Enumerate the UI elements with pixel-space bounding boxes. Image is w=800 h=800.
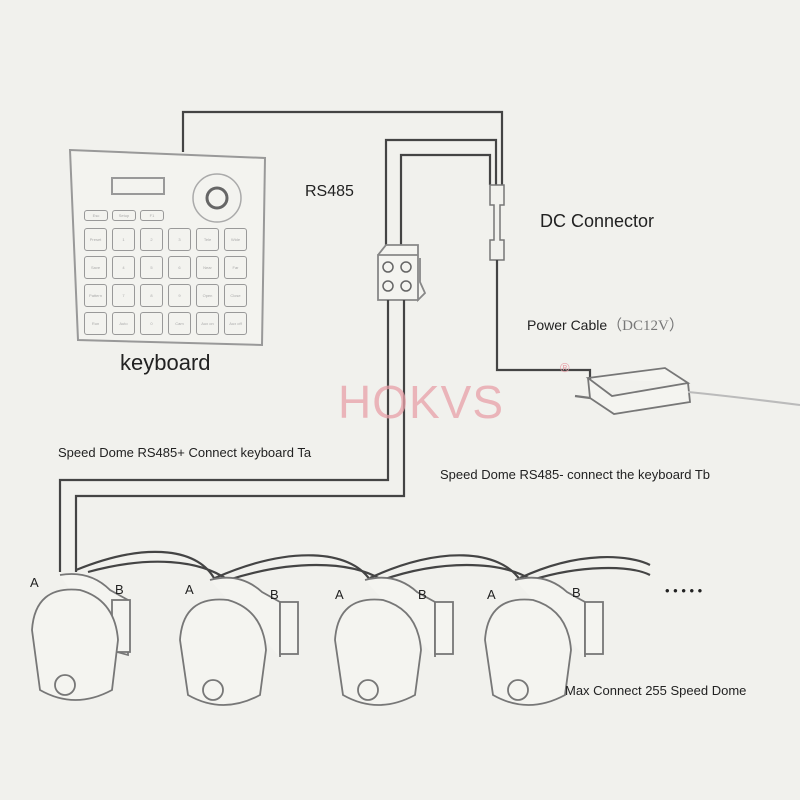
keyboard-key: Run [84,312,107,335]
keyboard-key: 8 [140,284,163,307]
speed-dome-1 [31,573,131,701]
label-b-3: B [418,587,427,602]
keyboard-key: Aux on [196,312,219,335]
keyboard-body [68,148,267,347]
label-a-4: A [487,587,496,602]
speed-dome-4 [484,576,604,706]
keyboard-key: Cam [168,312,191,335]
label-a-3: A [335,587,344,602]
keyboard-key: 1 [112,228,135,251]
keyboard-key: 7 [112,284,135,307]
speed-dome-3 [334,576,454,706]
label-a-2: A [185,582,194,597]
rs485-wire-2 [399,153,492,248]
label-b-2: B [270,587,279,602]
keyboard-key: Tele [196,228,219,251]
keyboard-key: Close [224,284,247,307]
speed-dome-2 [179,576,299,706]
keyboard-key: 6 [168,256,191,279]
keyboard-key: 0 [140,312,163,335]
rs485-minus-wire [74,300,406,572]
keyboard-key: 5 [140,256,163,279]
keyboard-cable [181,110,504,185]
rs485-terminal [377,244,427,303]
power-spec: （DC12V） [607,318,684,334]
power-supply [585,367,691,415]
keyboard-key: Preset [84,228,107,251]
keyboard-key: Setup [112,210,136,221]
max-connect-note: Max Connect 255 Speed Dome [565,683,747,698]
keyboard-key: Wide [224,228,247,251]
keyboard-key: Esc [84,210,108,221]
keyboard-key: F1 [140,210,164,221]
label-a-1: A [30,575,39,590]
tb-note: Speed Dome RS485- connect the keyboard T… [440,467,711,482]
registered-mark: ® [560,360,570,375]
ta-note: Speed Dome RS485+ Connect keyboard Ta [58,445,312,460]
keyboard-key: Auto [112,312,135,335]
dc-connector [489,184,505,261]
keyboard-key: Far [224,256,247,279]
keyboard-key: Pattern [84,284,107,307]
daisy-chain-wires [75,550,651,582]
keyboard-key: Save [84,256,107,279]
label-b-4: B [572,585,581,600]
keyboard-key: Aux off [224,312,247,335]
keyboard-key: 3 [168,228,191,251]
keyboard-key: Open [196,284,219,307]
power-cable-text: Power Cable [527,317,608,333]
keyboard-key: 4 [112,256,135,279]
watermark-logo: HOKVS [338,376,505,428]
speed-domes [31,573,604,706]
label-b-1: B [115,582,124,597]
dc-connector-label: DC Connector [540,211,655,231]
power-cable-label: Power Cable（DC12V） [527,314,684,335]
keyboard-key: 9 [168,284,191,307]
keyboard-key: 2 [140,228,163,251]
more-cameras-ellipsis: • • • • • [665,583,703,598]
rs485-plus-wire [58,300,390,572]
keyboard-display [111,177,165,195]
keyboard-key: Near [196,256,219,279]
rs485-wire-1 [384,138,498,248]
joystick-icon [192,173,242,223]
rs485-label: RS485 [305,183,354,200]
keyboard-label: keyboard [120,350,211,375]
